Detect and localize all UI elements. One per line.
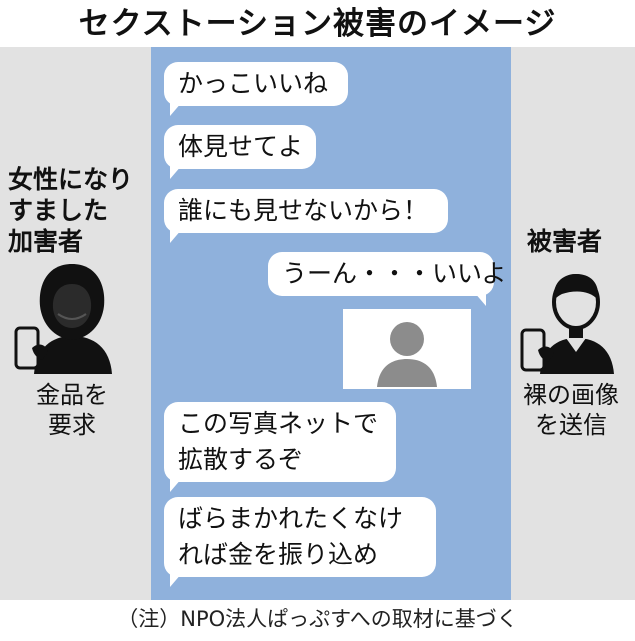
chat-bubble-perpetrator: 誰にも見せないから！: [164, 189, 448, 243]
person-silhouette-icon: [377, 322, 437, 387]
chat-bubble-text: 拡散するぞ: [178, 445, 304, 474]
perpetrator-caption-line: 要求: [48, 411, 96, 439]
hooded-person-with-phone-icon: [14, 264, 112, 374]
chat-bubble-perpetrator: この写真ネットで 拡散するぞ: [164, 402, 396, 492]
perpetrator-heading-line: すました: [8, 196, 109, 225]
perpetrator-caption-line: 金品を: [36, 381, 108, 409]
person-with-phone-icon: [520, 274, 614, 374]
victim-caption-line: 裸の画像: [523, 381, 619, 409]
chat-bubble-text: ばらまかれたくなけ: [178, 504, 404, 533]
chat-bubble-perpetrator: 体見せてよ: [164, 125, 316, 179]
victim-heading: 被害者: [527, 227, 603, 256]
sent-photo: [343, 309, 471, 389]
perpetrator-caption: 金品を 要求: [22, 380, 122, 440]
chat-bubble-text: 体見せてよ: [178, 132, 304, 161]
perpetrator-heading-line: 女性になり: [8, 165, 134, 194]
chat-bubble-text: 誰にも見せないから！: [178, 196, 429, 225]
chat-bubble-text: かっこいいね: [178, 69, 329, 98]
chat-bubble-text: れば金を振り込め: [178, 540, 379, 569]
victim-caption: 裸の画像 を送信: [512, 380, 630, 440]
footnote: （注）NPO法人ぱっぷすへの取材に基づく: [117, 607, 518, 631]
perpetrator-heading-line: 加害者: [8, 227, 84, 256]
chat-bubble-text: うーん・・・いいよ: [282, 259, 507, 288]
chat-bubble-text: この写真ネットで: [178, 409, 379, 438]
chat-bubble-victim: うーん・・・いいよ: [268, 252, 507, 306]
chat-bubble-perpetrator: ばらまかれたくなけ れば金を振り込め: [164, 497, 436, 587]
victim-caption-line: を送信: [535, 411, 607, 439]
perpetrator-heading: 女性になり すました 加害者: [8, 164, 133, 257]
diagram-title: セクストーション被害のイメージ: [78, 6, 557, 42]
chat-bubble-perpetrator: かっこいいね: [164, 62, 348, 116]
